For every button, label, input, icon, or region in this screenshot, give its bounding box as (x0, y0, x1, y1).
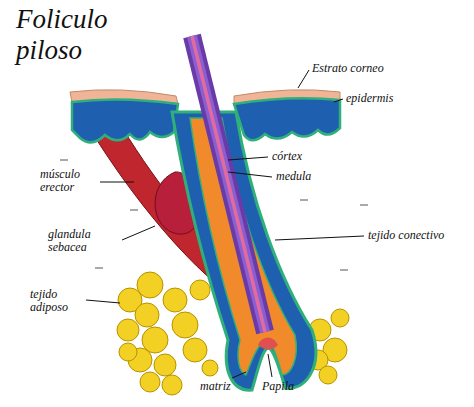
part-label: tejido conectivo (368, 229, 444, 242)
part-label: Papila (262, 380, 294, 393)
diagram-title: Foliculo piloso (16, 4, 116, 66)
epidermis-band (72, 99, 178, 142)
part-label: Estrato corneo (312, 62, 384, 75)
part-label: tejido adiposo (30, 288, 85, 313)
papilla (258, 337, 278, 349)
part-label: epidermis (346, 92, 393, 105)
part-label: glandula sebacea (48, 228, 122, 253)
part-label: músculo erector (40, 168, 98, 193)
hair-shaft (192, 36, 265, 332)
hair-cortex (192, 36, 265, 332)
part-label: córtex (272, 150, 302, 163)
part-label: medula (276, 170, 311, 183)
hair-medulla (192, 36, 265, 332)
leader-lines (86, 70, 364, 378)
epidermis-band (234, 98, 340, 140)
part-label: matriz (200, 380, 231, 393)
